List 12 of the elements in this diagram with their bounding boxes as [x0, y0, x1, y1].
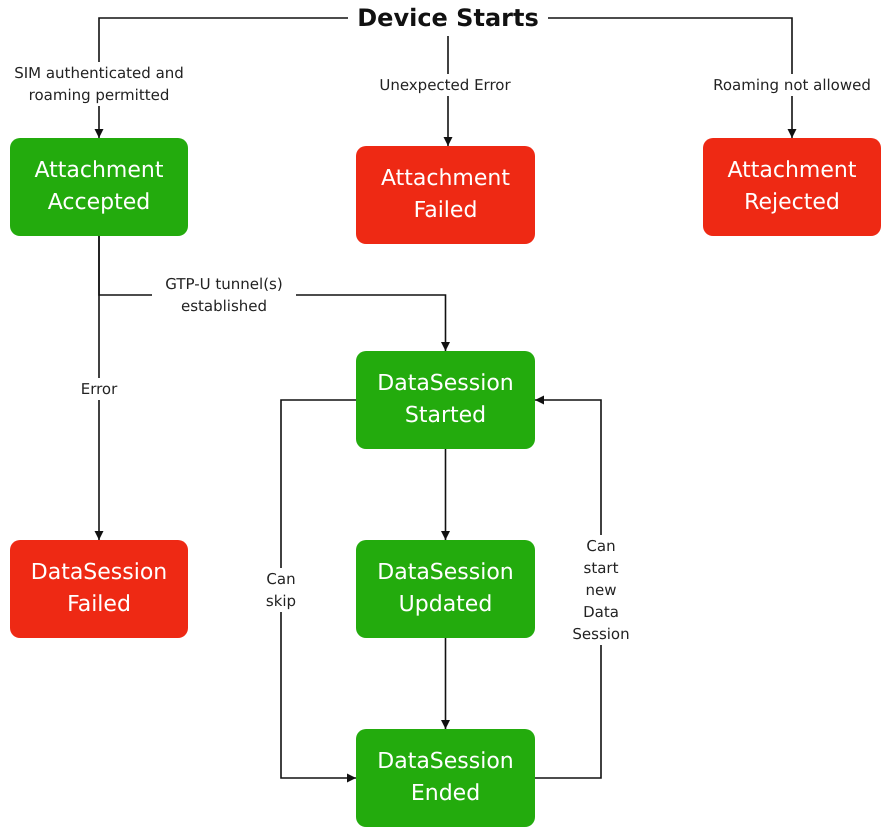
state-box: Attachment Accepted [10, 138, 188, 236]
state-box: DataSession Failed [10, 540, 188, 638]
state-box: DataSession Ended [356, 729, 535, 827]
arrow [441, 449, 450, 540]
state-box: Attachment Rejected [703, 138, 881, 236]
state-box: Attachment Failed [356, 146, 535, 244]
state-box: DataSession Started [356, 351, 535, 449]
arrow [441, 638, 450, 729]
arrow [280, 399, 356, 782]
arrow [94, 236, 104, 540]
state-box: DataSession Updated [356, 540, 535, 638]
arrow [548, 17, 796, 138]
